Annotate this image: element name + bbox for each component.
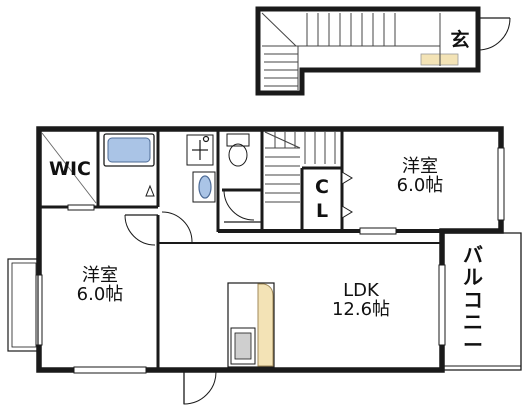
balcony-char: ー — [463, 332, 483, 357]
closet-label: C L — [306, 176, 338, 224]
kitchen-counter — [227, 282, 275, 368]
west-room-size: 6.0帖 — [76, 284, 124, 306]
entrance-label: 玄 — [446, 30, 474, 51]
toilet — [226, 133, 250, 167]
entrance-label-text: 玄 — [450, 29, 470, 51]
upper-stairs — [261, 12, 441, 90]
balcony-char: バ — [463, 243, 483, 267]
west-planter — [7, 258, 39, 352]
ldk-size: 12.6帖 — [331, 299, 391, 321]
west-planter-inner — [11, 262, 37, 348]
east-room-name: 洋室 — [402, 156, 438, 177]
windows — [35, 147, 505, 374]
balcony-char: ル — [463, 265, 483, 290]
balcony-char: ニ — [463, 310, 483, 335]
balcony-label: バ ル コ ニ ー — [458, 244, 488, 356]
balcony-char: コ — [463, 287, 483, 312]
wic-diagonal — [41, 132, 97, 204]
ldk-name: LDK — [343, 280, 379, 301]
washing-machine — [192, 171, 216, 203]
east-room-label: 洋室 6.0帖 — [380, 157, 460, 196]
ldk-label: LDK 12.6帖 — [306, 281, 416, 320]
interior-walls — [39, 129, 442, 370]
east-room-size: 6.0帖 — [396, 175, 444, 197]
bathtub — [103, 133, 155, 167]
closet-label-line1: C — [315, 176, 329, 198]
wic-label-text: WIC — [49, 158, 91, 180]
doors — [124, 171, 353, 405]
west-room-name: 洋室 — [82, 265, 118, 286]
balcony-outline — [444, 232, 522, 371]
wic-label: WIC — [42, 159, 98, 180]
closet-label-line2: L — [315, 199, 329, 222]
entrance-door — [477, 17, 511, 51]
west-room-label: 洋室 6.0帖 — [60, 266, 140, 305]
washbasin — [186, 134, 214, 166]
main-stairs — [264, 131, 336, 203]
upper-floor-walls — [255, 6, 481, 96]
